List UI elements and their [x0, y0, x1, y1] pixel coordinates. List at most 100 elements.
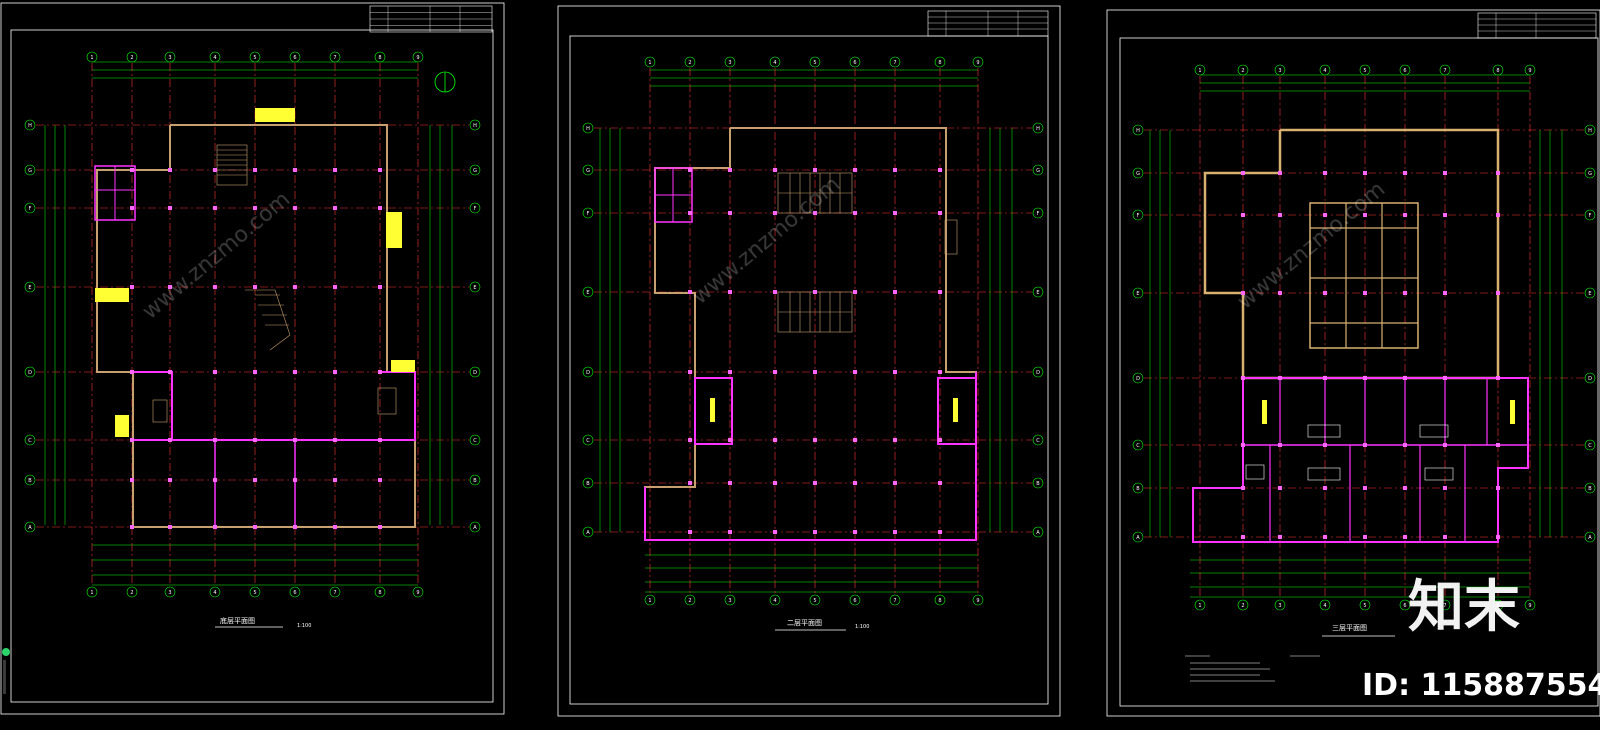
- svg-text:H: H: [28, 123, 32, 129]
- svg-text:4: 4: [773, 598, 776, 604]
- side-scroll-handle[interactable]: [3, 660, 6, 694]
- svg-text:E: E: [28, 285, 31, 291]
- stair-highlights: [1262, 400, 1515, 424]
- structural-column: [293, 438, 297, 442]
- svg-text:5: 5: [813, 598, 816, 604]
- column-axis-bubble: 7: [1439, 599, 1451, 611]
- svg-text:B: B: [586, 481, 590, 487]
- row-axis-bubble: B: [469, 474, 481, 486]
- svg-text:D: D: [28, 370, 32, 376]
- structural-column: [333, 438, 337, 442]
- structural-column: [1403, 213, 1407, 217]
- column-axis-bubble: 1: [86, 51, 98, 63]
- structural-column: [813, 290, 817, 294]
- structural-column: [213, 206, 217, 210]
- structural-column: [688, 438, 692, 442]
- structural-column: [813, 481, 817, 485]
- structural-column: [853, 481, 857, 485]
- svg-text:6: 6: [853, 60, 856, 66]
- structural-column: [333, 370, 337, 374]
- structural-column: [853, 530, 857, 534]
- column-axis-bubble: 7: [1439, 64, 1451, 76]
- structural-column: [893, 438, 897, 442]
- svg-text:8: 8: [938, 598, 941, 604]
- svg-text:5: 5: [813, 60, 816, 66]
- column-axis-bubble: 5: [249, 51, 261, 63]
- structural-column: [1496, 535, 1500, 539]
- watermark-brand-logo: 知末: [1408, 575, 1520, 640]
- svg-text:6: 6: [1403, 68, 1406, 74]
- title-block: [369, 5, 493, 33]
- svg-text:2: 2: [1241, 68, 1244, 74]
- svg-text:E: E: [1588, 291, 1591, 297]
- structural-column: [728, 481, 732, 485]
- svg-text:2: 2: [1241, 603, 1244, 609]
- structural-column: [253, 525, 257, 529]
- structural-column: [1278, 535, 1282, 539]
- structural-column: [813, 168, 817, 172]
- column-axis-bubble: 3: [164, 51, 176, 63]
- structural-column: [378, 370, 382, 374]
- structural-column: [168, 370, 172, 374]
- column-axis-bubble: 7: [889, 56, 901, 68]
- title-block: [927, 10, 1049, 37]
- row-axis-bubble: H: [1032, 122, 1044, 134]
- status-indicator-icon[interactable]: [2, 648, 10, 656]
- svg-text:7: 7: [333, 590, 336, 596]
- structural-column: [293, 206, 297, 210]
- structural-column: [1443, 171, 1447, 175]
- structural-column: [1363, 376, 1367, 380]
- structural-column: [1496, 486, 1500, 490]
- structural-column: [1278, 376, 1282, 380]
- column-axis-bubble: 8: [374, 51, 386, 63]
- structural-column: [938, 481, 942, 485]
- column-axis-bubble: 8: [374, 586, 386, 598]
- svg-text:E: E: [473, 285, 476, 291]
- structural-column: [728, 290, 732, 294]
- stair-highlights: [95, 108, 415, 437]
- svg-text:6: 6: [293, 55, 296, 61]
- structural-column: [213, 525, 217, 529]
- structural-column: [333, 285, 337, 289]
- column-axis-bubble: 2: [684, 56, 696, 68]
- structural-column: [893, 168, 897, 172]
- general-notes: [1185, 655, 1320, 682]
- structural-column: [1403, 291, 1407, 295]
- column-axis-bubble: 6: [1399, 64, 1411, 76]
- row-axis-bubble: D: [24, 366, 36, 378]
- svg-text:6: 6: [1403, 603, 1406, 609]
- svg-text:B: B: [1588, 486, 1592, 492]
- structural-column: [1496, 443, 1500, 447]
- structural-column: [773, 370, 777, 374]
- structural-column: [1363, 535, 1367, 539]
- structural-column: [1496, 376, 1500, 380]
- column-axis-bubble: 9: [972, 594, 984, 606]
- svg-text:8: 8: [938, 60, 941, 66]
- column-axis-bubble: 4: [209, 51, 221, 63]
- svg-text:H: H: [1136, 128, 1140, 134]
- column-axis-bubble: 1: [1194, 599, 1206, 611]
- row-axis-bubble: D: [1584, 372, 1596, 384]
- svg-text:8: 8: [1496, 603, 1499, 609]
- structural-column: [1278, 486, 1282, 490]
- svg-text:H: H: [473, 123, 477, 129]
- svg-text:F: F: [1137, 213, 1140, 219]
- structural-column: [253, 285, 257, 289]
- svg-text:D: D: [1036, 370, 1040, 376]
- columns: [130, 168, 382, 529]
- svg-text:A: A: [586, 530, 590, 536]
- svg-text:C: C: [1036, 438, 1040, 444]
- structural-column: [1323, 171, 1327, 175]
- row-axis-bubble: G: [1032, 164, 1044, 176]
- structural-column: [1443, 376, 1447, 380]
- svg-text:9: 9: [976, 60, 979, 66]
- structural-column: [773, 438, 777, 442]
- structural-column: [130, 206, 134, 210]
- row-axis-bubble: H: [24, 119, 36, 131]
- row-axis-bubble: A: [1584, 531, 1596, 543]
